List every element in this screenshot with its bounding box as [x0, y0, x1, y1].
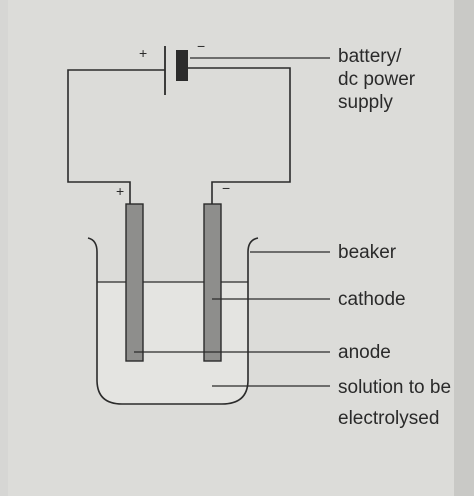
beaker-label: beaker: [338, 242, 397, 263]
battery-positive-sign: +: [139, 45, 147, 61]
battery: [164, 46, 188, 95]
battery-label-line2: dc power: [338, 69, 416, 90]
anode-electrode: [125, 203, 144, 362]
beaker-outline: [87, 237, 259, 405]
anode-positive-sign: +: [116, 183, 124, 199]
solution-label-line2: electrolysed: [338, 408, 439, 429]
battery-negative-plate: [176, 50, 188, 81]
page-edge-shadow: [454, 0, 474, 496]
battery-negative-sign: −: [197, 38, 205, 54]
circuit-wire-right: [188, 67, 291, 205]
cathode-electrode: [203, 203, 222, 362]
cathode-negative-sign: −: [222, 180, 230, 196]
circuit-wire-left: [67, 69, 165, 205]
solution-label-line1: solution to be: [338, 377, 451, 398]
battery-label-line1: battery/: [338, 46, 402, 67]
paper-background: [8, 0, 454, 496]
cathode-label: cathode: [338, 289, 406, 310]
battery-label-line3: supply: [338, 92, 393, 113]
anode-label: anode: [338, 342, 391, 363]
